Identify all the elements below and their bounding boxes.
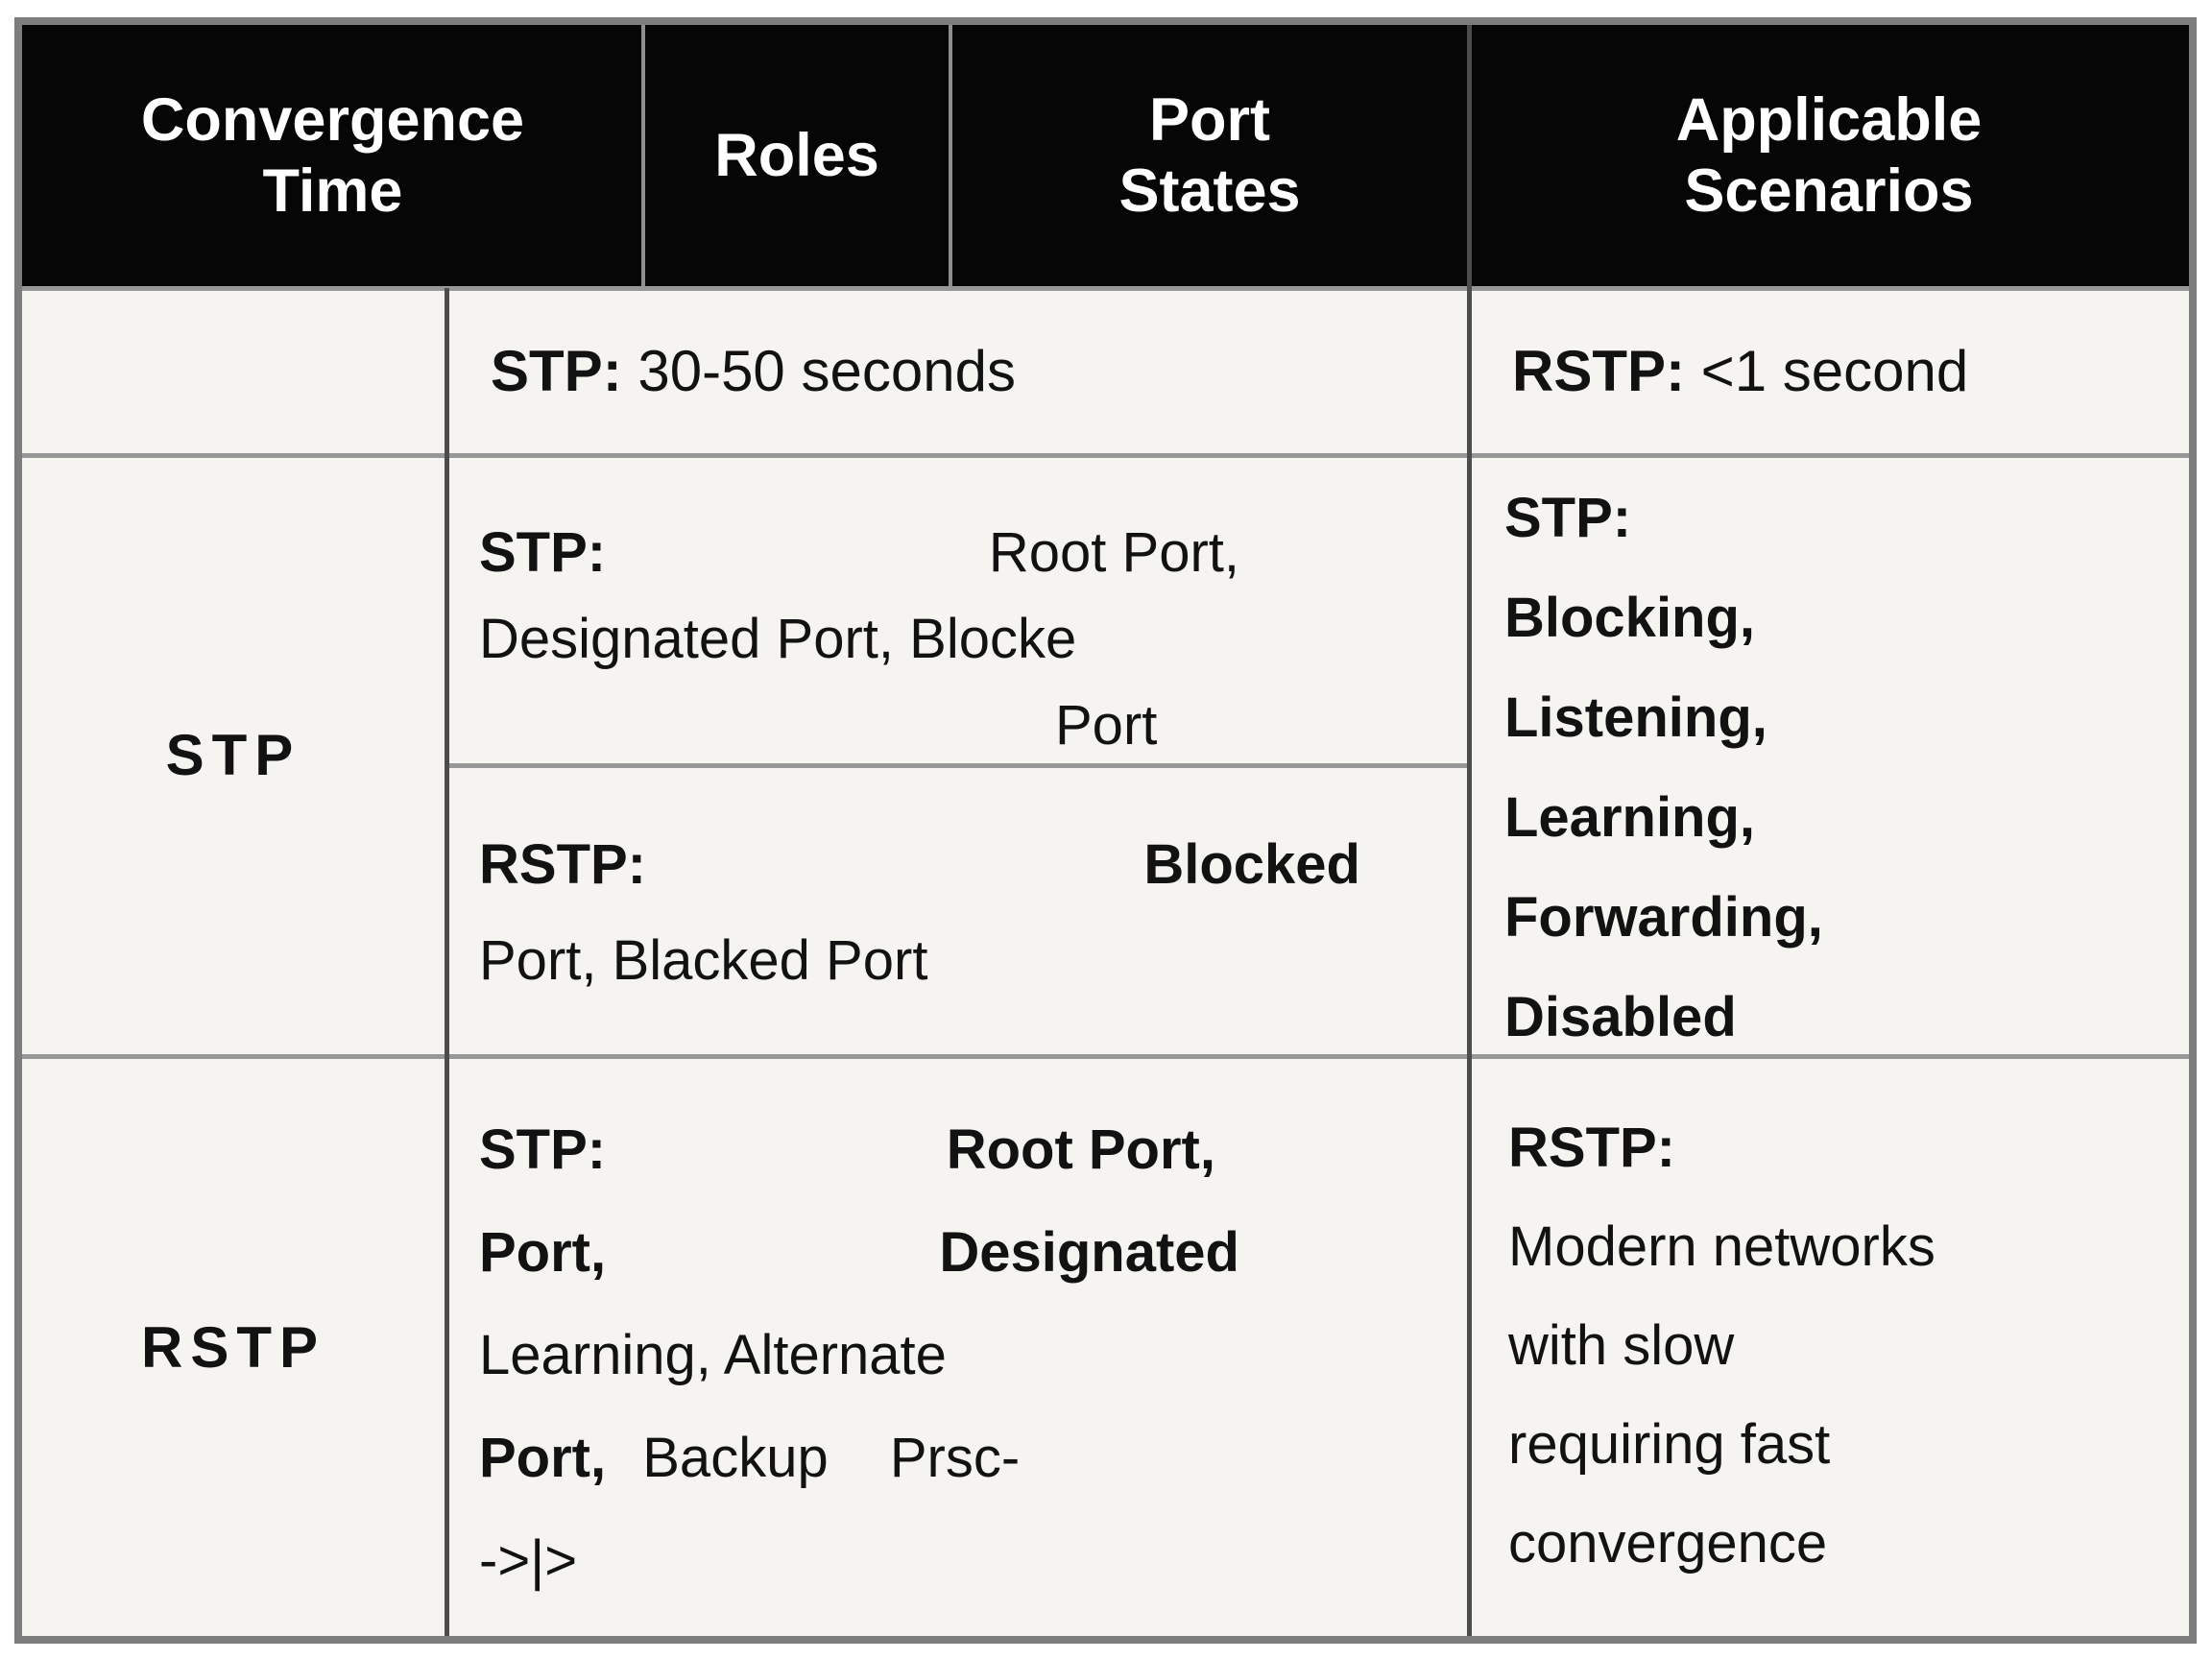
- space: [1685, 338, 1701, 404]
- table-divider: [445, 288, 449, 1636]
- roles-value: Port,: [479, 1427, 607, 1489]
- table-divider: [22, 453, 2189, 458]
- roles-value: Blocked: [1143, 833, 1360, 896]
- stp-value: 30-50 seconds: [637, 338, 1016, 403]
- header-convergence-time: Convergence Time: [22, 25, 643, 288]
- roles-value: Backup: [642, 1427, 829, 1489]
- scenarios-rstp-line: with slow: [1508, 1314, 1735, 1377]
- row-label-rstp: RSTP: [22, 1058, 445, 1636]
- roles-stp-line3: Port: [1055, 694, 1158, 757]
- cell-empty: [22, 292, 445, 451]
- cell-scenarios-stp: STP: Blocking, Listening, Learning, Forw…: [1472, 457, 2189, 1052]
- roles-rstp-line2: Port, Blacked Port: [479, 929, 928, 992]
- header-divider: [949, 25, 952, 288]
- header-applicable-scenarios: Applicable Scenarios: [1469, 25, 2189, 288]
- space: [622, 338, 638, 404]
- rstp-prefix: RSTP:: [1512, 338, 1685, 403]
- scenarios-stp-line: Blocking,: [1504, 587, 1756, 649]
- rstp-roles-line5: ->|>: [479, 1529, 578, 1592]
- row-label-text: STP: [165, 722, 301, 787]
- roles-value: Root Port,: [946, 1118, 1215, 1181]
- scenarios-rstp-line: convergence: [1508, 1512, 1828, 1575]
- stp-prefix: STP:: [479, 1118, 607, 1181]
- cell-convergence-stp: STP: 30-50 seconds: [445, 290, 1467, 451]
- stp-prefix: STP:: [491, 338, 622, 403]
- roles-value: Port,: [479, 1221, 607, 1284]
- roles-value: Root Port,: [988, 521, 1239, 584]
- cell-roles-rstp-row: STP: Root Port, Port, Designated Learnin…: [445, 1058, 1467, 1636]
- header-label: Roles: [714, 122, 879, 190]
- table-divider: [1467, 25, 1472, 1636]
- roles-rstp-line1: RSTP: Blocked: [479, 817, 1360, 913]
- cell-roles-rstp: RSTP: Blocked Port, Blacked Port: [445, 767, 1467, 1052]
- rstp-value: <1 second: [1700, 338, 1969, 403]
- scenarios-rstp-label: RSTP:: [1508, 1117, 1675, 1179]
- stp-rstp-comparison-table: Convergence Time Roles Port States Appli…: [14, 17, 2197, 1644]
- header-divider: [641, 25, 645, 288]
- scenarios-stp-label: STP:: [1504, 487, 1632, 549]
- roles-value: Designated: [939, 1221, 1239, 1284]
- rstp-roles-line2: Port, Designated: [479, 1201, 1239, 1304]
- scenarios-stp-line: Learning,: [1504, 786, 1756, 849]
- rstp-roles-line1: STP: Root Port,: [479, 1098, 1215, 1201]
- scenarios-rstp-line: Modern networks: [1508, 1215, 1936, 1278]
- cell-roles-stp: STP: Root Port, Designated Port, Blocke …: [445, 457, 1467, 761]
- scenarios-rstp-line: requiring fast: [1508, 1413, 1831, 1476]
- row-label-stp: STP: [22, 457, 445, 1052]
- rstp-roles-line3: Learning, Alternate: [479, 1324, 947, 1386]
- roles-garbled-text: Prsc-: [889, 1427, 1021, 1489]
- header-label: Applicable Scenarios: [1675, 86, 1983, 225]
- header-roles: Roles: [643, 25, 950, 288]
- rstp-prefix: RSTP:: [479, 833, 646, 896]
- rstp-roles-line4: Port, Backup Prsc-: [479, 1407, 1467, 1509]
- roles-stp-line1: STP: Root Port,: [479, 510, 1239, 596]
- scenarios-stp-line: Listening,: [1504, 686, 1767, 749]
- roles-stp-line2: Designated Port, Blocke: [479, 608, 1077, 670]
- header-label: Convergence Time: [140, 86, 525, 225]
- stp-prefix: STP:: [479, 521, 607, 584]
- header-label: Port States: [1118, 86, 1301, 225]
- table-divider: [22, 286, 2189, 291]
- header-port-states: Port States: [950, 25, 1469, 288]
- row-label-text: RSTP: [140, 1314, 326, 1380]
- scenarios-stp-line: Disabled: [1504, 986, 1737, 1048]
- scenarios-stp-line: Forwarding,: [1504, 886, 1823, 949]
- table-header-row: Convergence Time Roles Port States Appli…: [22, 25, 2189, 288]
- cell-scenarios-rstp: RSTP: Modern networks with slow requirin…: [1472, 1058, 2189, 1636]
- table-divider: [22, 1054, 2189, 1059]
- cell-convergence-rstp: RSTP: <1 second: [1472, 290, 2189, 451]
- table-divider: [445, 763, 1469, 768]
